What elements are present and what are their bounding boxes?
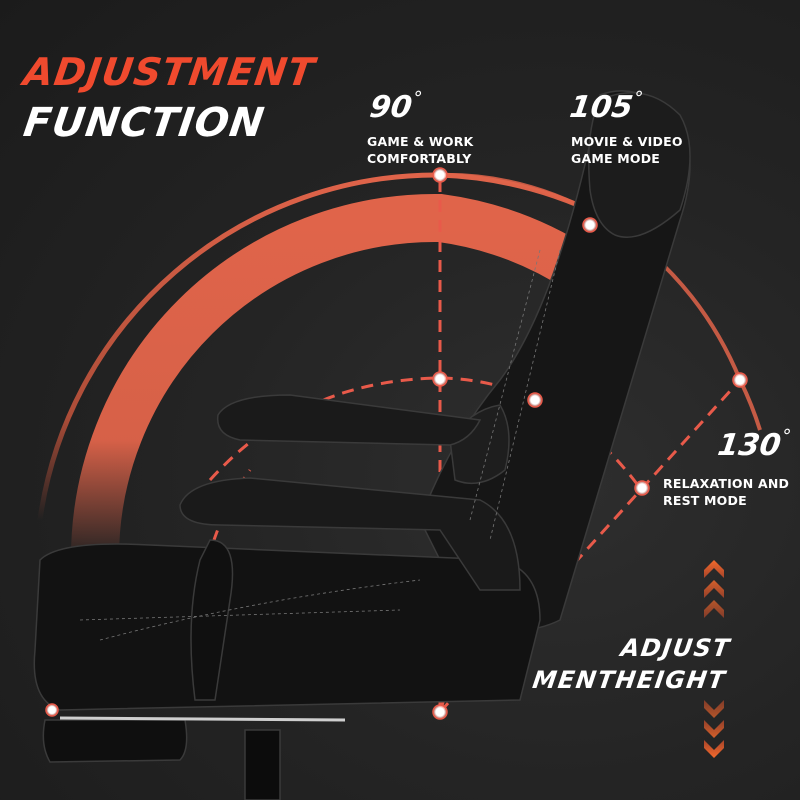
marker-130-top — [732, 372, 748, 388]
marker-130-mid — [634, 480, 650, 496]
gaming-chair — [33, 90, 691, 800]
height-adjust-label: ADJUST MENTHEIGHT — [530, 634, 733, 694]
marker-105-top — [582, 217, 598, 233]
title-adjustment: ADJUSTMENT — [20, 50, 318, 94]
marker-105-mid — [527, 392, 543, 408]
triple-chevron-up-icon — [704, 560, 724, 618]
angle-markers — [45, 167, 748, 720]
marker-90-mid — [432, 371, 448, 387]
angle-105-label: 105° — [567, 88, 645, 125]
inner-thick-arc — [70, 193, 594, 561]
triple-chevron-down-icon — [704, 700, 724, 758]
title-function: FUNCTION — [20, 100, 268, 146]
footrest-bar — [59, 716, 346, 722]
marker-pivot — [432, 704, 448, 720]
angle-90-label: 90° — [367, 88, 424, 125]
marker-90-top — [432, 167, 448, 183]
marker-footrest — [45, 703, 59, 717]
angle-130-label: 130° — [715, 426, 793, 463]
